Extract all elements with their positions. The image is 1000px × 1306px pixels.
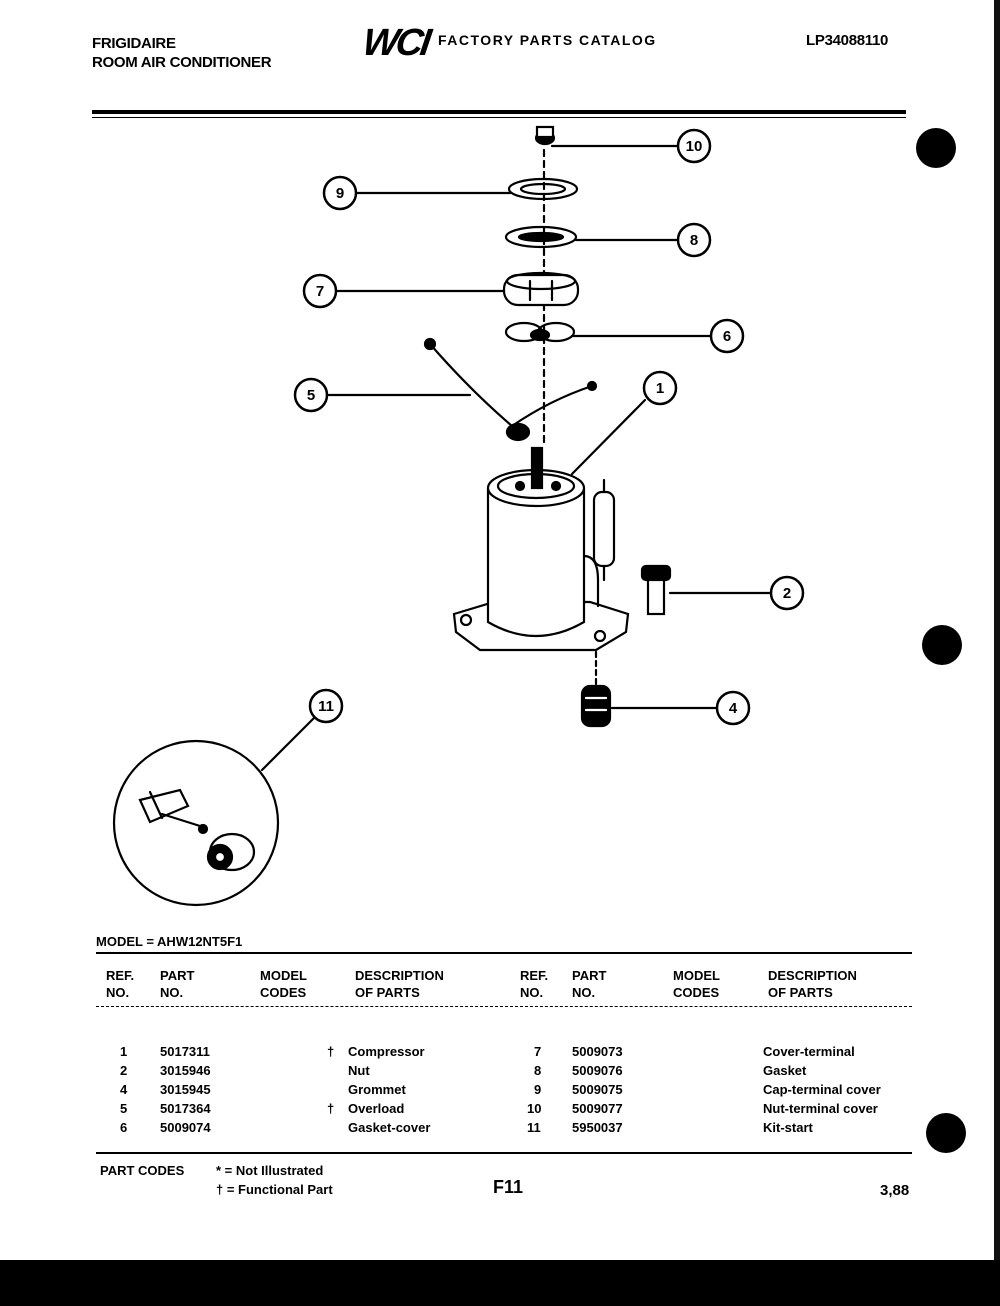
header-ref-no: REF. NO. <box>106 968 135 1000</box>
ref-no-cell: 10 <box>527 1101 542 1116</box>
model-code-cell: † <box>327 1044 335 1059</box>
scan-edge-right <box>994 0 1000 1260</box>
part-11-start-kit <box>112 739 280 907</box>
header-part-no: PART NO. <box>160 968 195 1000</box>
header-description: DESCRIPTION OF PARTS <box>768 968 857 1000</box>
part-5-overload <box>423 337 598 442</box>
callout-label-8: 8 <box>690 232 698 249</box>
description-cell: Cover-terminal <box>763 1044 855 1059</box>
callout-label-11: 11 <box>318 698 334 715</box>
note-not-illustrated: * = Not Illustrated <box>216 1163 324 1178</box>
description-cell: Gasket-cover <box>348 1120 431 1135</box>
part-no-cell: 3015946 <box>160 1063 211 1078</box>
table-bottom-rule <box>96 1152 912 1154</box>
table-top-rule <box>96 952 912 954</box>
part-2-nut <box>640 564 672 616</box>
callout-6: 6 <box>709 318 745 354</box>
description-cell: Nut <box>348 1063 370 1078</box>
header-model-codes: MODEL CODES <box>260 968 307 1000</box>
scan-edge-bottom <box>0 1260 1000 1306</box>
callout-11: 11 <box>308 688 344 724</box>
binder-hole-top <box>916 128 956 168</box>
part-9-terminal-cap <box>507 177 579 201</box>
part-no-cell: 5950037 <box>572 1120 623 1135</box>
model-code-cell: † <box>327 1101 335 1116</box>
model-label: MODEL = AHW12NT5F1 <box>96 934 243 949</box>
callout-label-10: 10 <box>686 138 703 155</box>
callout-label-7: 7 <box>316 283 324 300</box>
catalog-title: FACTORY PARTS CATALOG <box>438 32 657 48</box>
callout-label-2: 2 <box>783 585 791 602</box>
ref-no-cell: 5 <box>120 1101 128 1116</box>
revision-date: 3,88 <box>880 1182 910 1199</box>
header-model-codes: MODEL CODES <box>673 968 720 1000</box>
part-no-cell: 5017364 <box>160 1101 211 1116</box>
callout-10: 10 <box>676 128 712 164</box>
part-7-terminal-cover <box>502 271 580 307</box>
ref-no-cell: 11 <box>527 1120 541 1135</box>
callout-8: 8 <box>676 222 712 258</box>
binder-hole-bottom <box>926 1113 966 1153</box>
ref-no-cell: 8 <box>534 1063 542 1078</box>
part-8-gasket <box>504 225 578 249</box>
ref-no-cell: 7 <box>534 1044 542 1059</box>
callout-4: 4 <box>715 690 751 726</box>
description-cell: Compressor <box>348 1044 425 1059</box>
callout-label-5: 5 <box>307 387 315 404</box>
catalog-number: LP34088110 <box>806 32 889 49</box>
part-no-cell: 5009076 <box>572 1063 623 1078</box>
part-no-cell: 5009073 <box>572 1044 623 1059</box>
description-cell: Grommet <box>348 1082 406 1097</box>
callout-2: 2 <box>769 575 805 611</box>
callout-label-1: 1 <box>656 380 664 397</box>
ref-no-cell: 1 <box>120 1044 128 1059</box>
header-rule-thin <box>92 117 906 118</box>
note-functional-part: † = Functional Part <box>216 1182 333 1197</box>
leader-line-1 <box>570 398 647 476</box>
header-description: DESCRIPTION OF PARTS <box>355 968 444 1000</box>
part-no-cell: 3015945 <box>160 1082 211 1097</box>
callout-9: 9 <box>322 175 358 211</box>
part-codes-label: PART CODES <box>100 1163 185 1178</box>
header-rule-thick <box>92 110 906 114</box>
exploded-parts-diagram: 10 9 8 7 6 5 1 <box>112 125 805 907</box>
part-no-cell: 5009075 <box>572 1082 623 1097</box>
header-brand-block: FRIGIDAIRE ROOM AIR CONDITIONER <box>92 34 272 72</box>
brand-name: FRIGIDAIRE <box>92 35 176 52</box>
part-10-terminal-nut <box>534 125 556 146</box>
callout-7: 7 <box>302 273 338 309</box>
part-1-compressor <box>452 446 630 652</box>
callout-5: 5 <box>293 377 329 413</box>
callout-label-4: 4 <box>729 700 738 717</box>
description-cell: Overload <box>348 1101 405 1116</box>
ref-no-cell: 6 <box>120 1120 128 1135</box>
part-6-cover-gasket <box>504 321 576 343</box>
ref-no-cell: 9 <box>534 1082 542 1097</box>
part-no-cell: 5009074 <box>160 1120 211 1135</box>
ref-no-cell: 2 <box>120 1063 128 1078</box>
description-cell: Nut-terminal cover <box>763 1101 878 1116</box>
callout-label-9: 9 <box>336 185 344 202</box>
description-cell: Gasket <box>763 1063 807 1078</box>
description-cell: Kit-start <box>763 1120 813 1135</box>
table-header-rule <box>96 1006 912 1007</box>
description-cell: Cap-terminal cover <box>763 1082 881 1097</box>
callout-label-6: 6 <box>723 328 731 345</box>
product-name: ROOM AIR CONDITIONER <box>92 54 272 71</box>
part-no-cell: 5009077 <box>572 1101 623 1116</box>
part-4-grommet <box>580 650 612 728</box>
header-part-no: PART NO. <box>572 968 607 1000</box>
callout-1: 1 <box>642 370 678 406</box>
part-no-cell: 5017311 <box>160 1044 210 1059</box>
leader-line-11 <box>260 716 316 772</box>
binder-hole-middle <box>922 625 962 665</box>
ref-no-cell: 4 <box>120 1082 128 1097</box>
header-ref-no: REF. NO. <box>520 968 549 1000</box>
page-code: F11 <box>493 1177 524 1197</box>
